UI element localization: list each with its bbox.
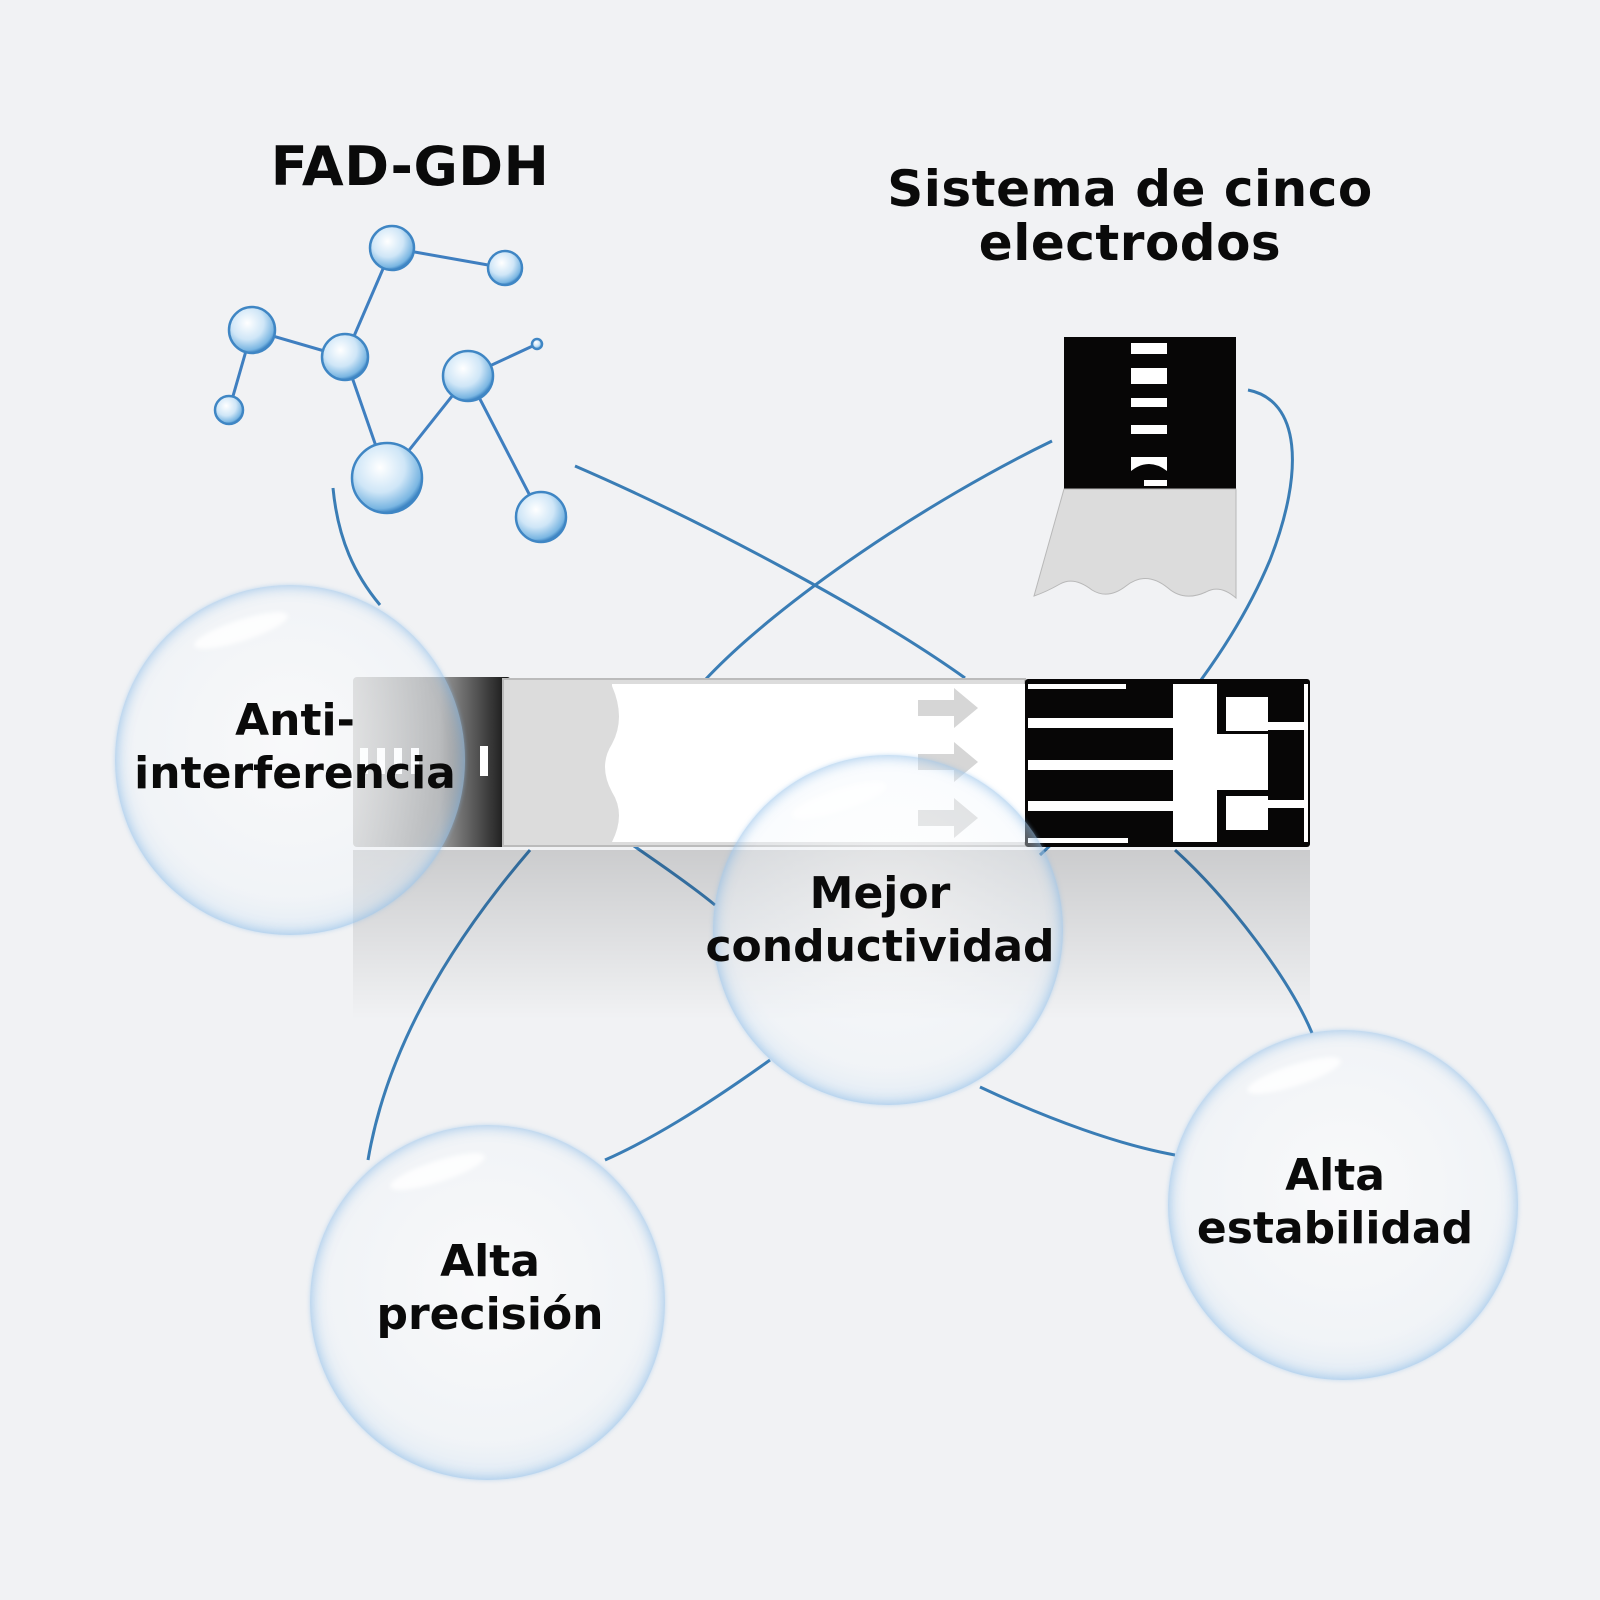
orbit-line-3 <box>703 439 1053 682</box>
feature-label-precision: Alta precisión <box>376 1236 604 1340</box>
atom <box>213 394 245 426</box>
atom <box>486 249 524 287</box>
orbit-line-8 <box>1173 848 1314 1034</box>
atom <box>530 337 544 351</box>
bubble-conductivity <box>713 755 1063 1105</box>
atom <box>368 224 416 272</box>
bubble-stability <box>1168 1030 1518 1380</box>
feature-label-anti-interference: Anti- interferencia <box>134 695 456 799</box>
orbit-line-4 <box>1038 388 1294 857</box>
feature-label-stability: Alta estabilidad <box>1196 1150 1474 1254</box>
atom <box>514 490 568 544</box>
orbit-line-5 <box>459 718 716 907</box>
heading-fad-gdh: FAD-GDH <box>270 135 550 198</box>
strip-top-view <box>1033 337 1237 600</box>
atom <box>441 349 495 403</box>
heading-five-electrode-system: Sistema de cinco electrodos <box>887 160 1373 272</box>
atom <box>320 332 370 382</box>
orbit-line-2 <box>574 464 966 680</box>
orbit-line-9 <box>979 1085 1176 1157</box>
atom <box>350 441 424 515</box>
bubble-precision <box>310 1125 665 1480</box>
bubble-anti-interference <box>115 585 465 935</box>
feature-label-conductivity: Mejor conductividad <box>705 868 1055 972</box>
atom <box>227 305 277 355</box>
orbit-line-1 <box>331 487 382 606</box>
orbit-line-7 <box>604 1058 771 1162</box>
